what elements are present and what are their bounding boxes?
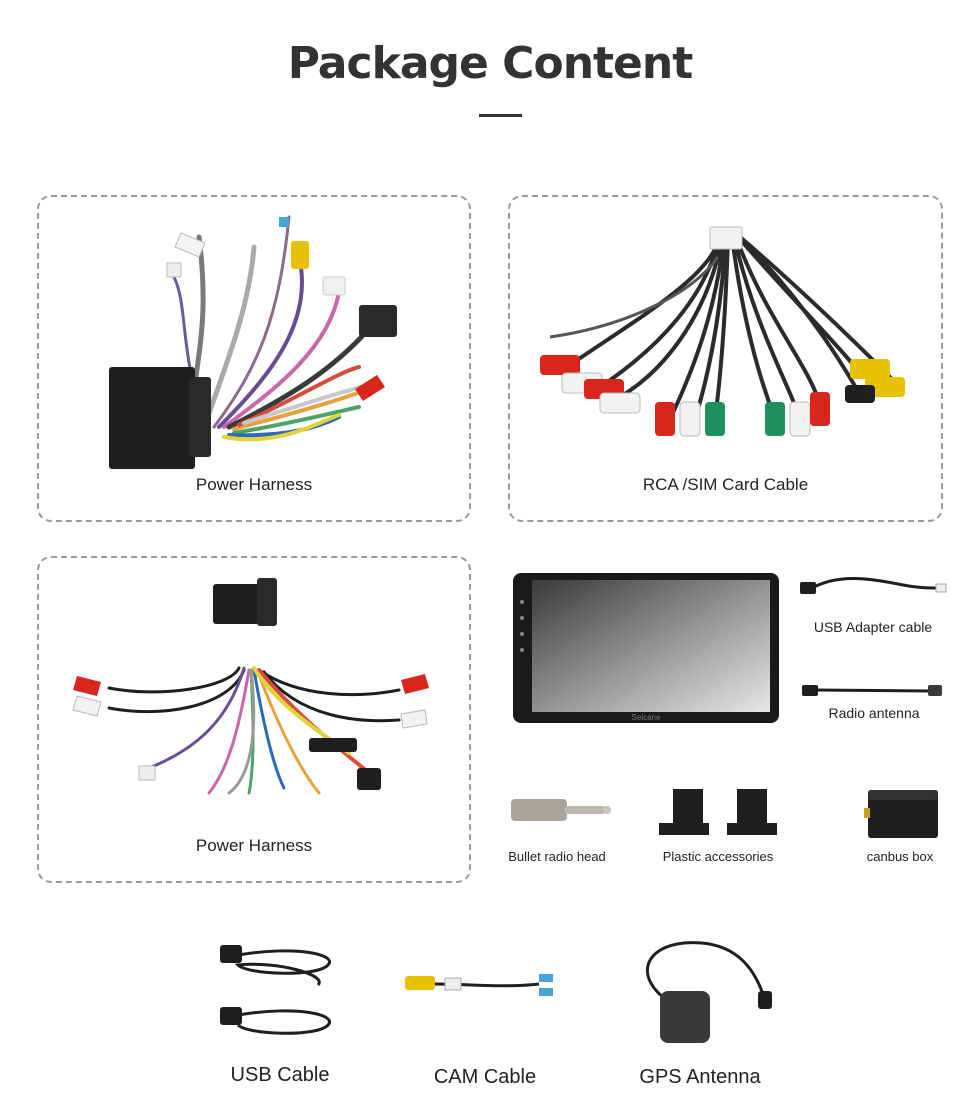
plastic-accessories-image (657, 785, 781, 837)
power-harness-label-2: Power Harness (195, 836, 313, 855)
power-harness-illustration (109, 215, 397, 469)
usb-adapter-cable-image (798, 574, 950, 604)
gps-antenna-image (634, 937, 776, 1047)
radio-antenna-image (800, 682, 946, 700)
usb-cable-label: USB Cable (230, 1064, 330, 1086)
canbus-box-image (864, 786, 940, 840)
radio-antenna-label: Radio antenna (828, 705, 920, 721)
head-unit-screen: Seicane (512, 572, 780, 724)
power-harness-label-1: Power Harness (195, 475, 313, 494)
rca-sim-cable-illustration (540, 226, 905, 437)
title-divider (479, 114, 522, 117)
plastic-accessories-label: Plastic accessories (662, 849, 774, 864)
power-harness-panel-1: Power Harness (37, 195, 471, 522)
cam-cable-label: CAM Cable (433, 1066, 537, 1088)
usb-adapter-cable-label: USB Adapter cable (813, 619, 933, 635)
page-title: Package Content (287, 38, 694, 89)
bullet-radio-head-image (509, 795, 613, 825)
head-unit-brand: Seicane (632, 713, 661, 722)
head-unit-illustration: Seicane (513, 573, 779, 723)
usb-cable-image (218, 935, 342, 1047)
canbus-box-label: canbus box (866, 849, 934, 864)
rca-sim-cable-label: RCA /SIM Card Cable (642, 475, 809, 494)
power-harness-panel-2: Power Harness (37, 556, 471, 883)
power-harness-2-illustration (72, 578, 429, 795)
cam-cable-image (403, 968, 563, 1004)
bullet-radio-head-label: Bullet radio head (508, 849, 606, 864)
rca-sim-cable-panel: RCA /SIM Card Cable (508, 195, 943, 522)
gps-antenna-label: GPS Antenna (639, 1066, 761, 1088)
